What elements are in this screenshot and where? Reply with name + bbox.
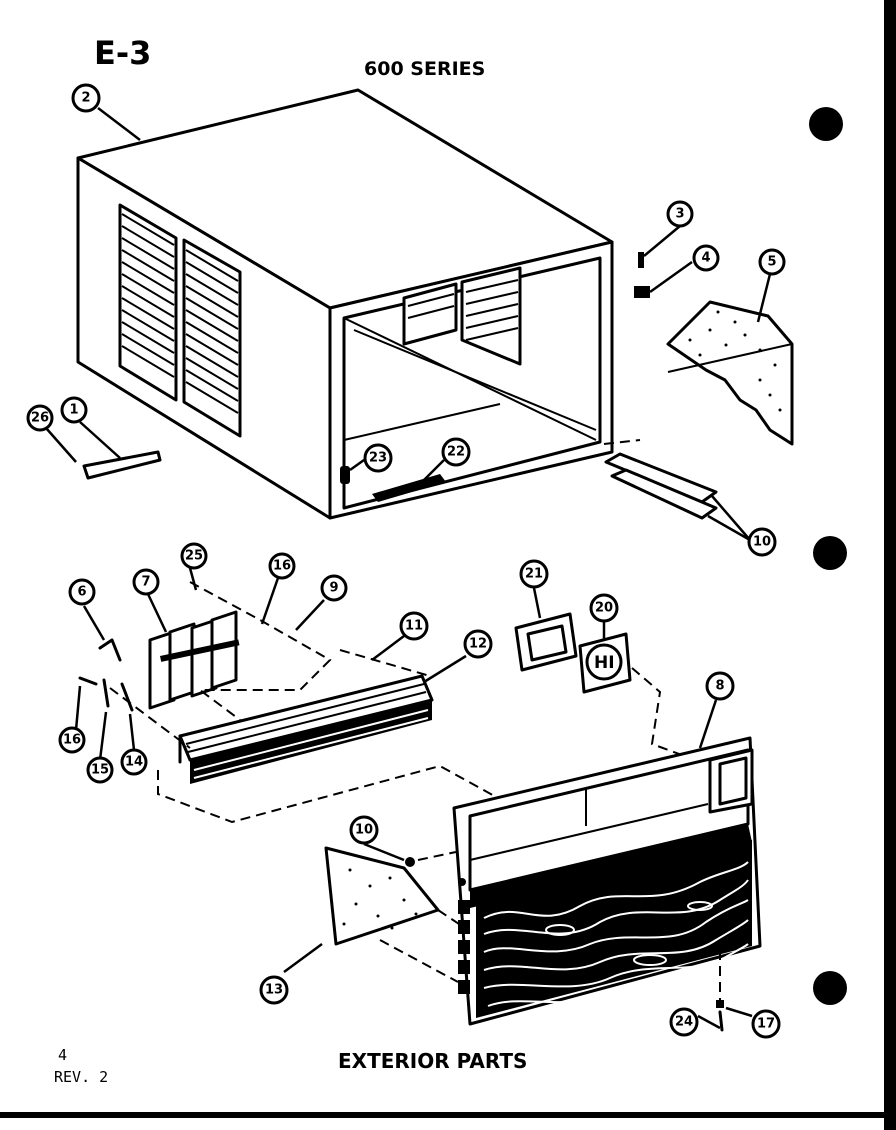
svg-text:9: 9 [329, 581, 338, 596]
panel-screw-dash [417, 851, 457, 861]
cabinet-inner-floor [343, 403, 501, 441]
diagram-caption: EXTERIOR PARTS [338, 1049, 527, 1073]
front-panel [452, 736, 762, 1026]
grille-hardware [78, 581, 499, 840]
binder-hole-bottom [813, 971, 847, 1005]
svg-text:23: 23 [369, 451, 387, 466]
svg-text:8: 8 [715, 679, 724, 694]
woodgrain-panel [476, 840, 752, 1018]
mounting-rails [603, 439, 718, 520]
woodgrain-lines [483, 861, 749, 1007]
callout-10: 10 [349, 815, 379, 845]
svg-text:22: 22 [447, 445, 465, 460]
clip-part-4 [634, 286, 650, 298]
bottom-clip [716, 1000, 724, 1008]
discharge-grille [178, 674, 434, 784]
svg-text:14: 14 [125, 755, 143, 770]
svg-text:25: 25 [185, 549, 203, 564]
svg-text:3: 3 [675, 207, 684, 222]
svg-text:21: 21 [525, 567, 543, 582]
callout-16-upper: 16 [268, 552, 296, 580]
callout-26: 26 [26, 404, 54, 432]
callout-16-lower: 16 [58, 726, 86, 754]
callout-4: 4 [692, 244, 720, 272]
filter-frame [514, 612, 578, 672]
svg-text:1: 1 [69, 403, 78, 418]
panel-divider-band [470, 824, 752, 908]
callout-21: 21 [519, 559, 549, 589]
series-title: 600 SERIES [364, 58, 485, 80]
svg-text:17: 17 [757, 1017, 775, 1032]
svg-text:10: 10 [355, 823, 373, 838]
scan-edge-bottom [0, 1112, 896, 1118]
svg-text:4: 4 [701, 251, 710, 266]
svg-text:26: 26 [31, 411, 49, 426]
side-gasket [666, 300, 794, 446]
callout-8: 8 [705, 671, 735, 701]
svg-text:15: 15 [91, 763, 109, 778]
svg-text:20: 20 [595, 601, 613, 616]
svg-text:13: 13 [265, 983, 283, 998]
bottom-screw [718, 1010, 724, 1032]
callout-14: 14 [120, 748, 148, 776]
svg-text:5: 5 [767, 255, 776, 270]
selector-badge: HI [578, 632, 632, 694]
svg-text:16: 16 [63, 733, 81, 748]
callout-6: 6 [68, 578, 96, 606]
drain-plug [340, 466, 350, 484]
badge-leader-dash [631, 667, 691, 759]
callout-22: 22 [441, 437, 471, 467]
binder-hole-middle [813, 536, 847, 570]
svg-text:2: 2 [81, 91, 90, 106]
callout-24: 24 [669, 1007, 699, 1037]
rear-louvers [402, 266, 522, 366]
svg-text:6: 6 [77, 585, 86, 600]
revision-label: REV. 2 [54, 1068, 108, 1086]
callout-17: 17 [751, 1009, 781, 1039]
page-code: E-3 [94, 34, 151, 72]
callout-25-upper: 25 [180, 542, 208, 570]
svg-text:10: 10 [753, 535, 771, 550]
cabinet-inner-rail-edge [353, 329, 597, 431]
callout-13: 13 [259, 975, 289, 1005]
svg-text:24: 24 [675, 1015, 693, 1030]
side-louvers [118, 203, 242, 438]
page-number: 4 [58, 1046, 67, 1064]
binder-hole-top [809, 107, 843, 141]
callout-11: 11 [399, 611, 429, 641]
svg-text:16: 16 [273, 559, 291, 574]
callout-20: 20 [589, 593, 619, 623]
cabinet [76, 88, 614, 520]
louver-assembly [148, 610, 240, 710]
scan-edge-right [884, 0, 896, 1130]
panel-screw [405, 857, 415, 867]
callout-1: 1 [60, 396, 88, 424]
svg-text:7: 7 [141, 575, 150, 590]
support-bracket [82, 450, 162, 480]
callout-19: 10 [747, 527, 777, 557]
callout-7: 7 [132, 568, 160, 596]
callout-15: 15 [86, 756, 114, 784]
selector-badge-label: HI [594, 653, 615, 673]
svg-text:11: 11 [405, 619, 423, 634]
callout-3: 3 [666, 200, 694, 228]
seal-strip-part [372, 474, 446, 502]
leader-lines [45, 107, 772, 1030]
callout-9: 9 [320, 574, 348, 602]
callout-12: 12 [463, 629, 493, 659]
callout-2: 2 [71, 83, 101, 113]
air-filter [324, 846, 469, 983]
screw-part-3 [638, 252, 644, 268]
svg-text:12: 12 [469, 637, 487, 652]
callout-5: 5 [758, 248, 786, 276]
callout-23: 23 [363, 443, 393, 473]
